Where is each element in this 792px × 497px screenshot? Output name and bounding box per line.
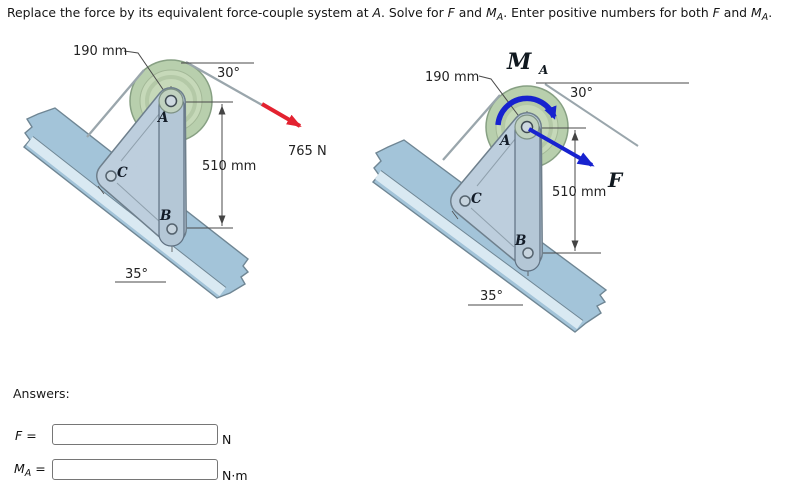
title-var-F: F — [447, 5, 455, 20]
f-label: F = — [15, 428, 37, 443]
label-point-b: B — [159, 208, 171, 224]
label-point-c: C — [471, 191, 482, 207]
bolt-a — [164, 94, 178, 108]
label-point-a: A — [498, 133, 510, 149]
label-point-a: A — [156, 110, 168, 126]
label-190mm: 190 mm — [425, 70, 479, 85]
title-var-A: A — [372, 5, 382, 20]
cable-left-segment — [442, 94, 501, 161]
beam-stripe-edge — [32, 136, 227, 288]
beam-stripe — [26, 136, 226, 296]
label-35deg: 35° — [480, 289, 503, 304]
force-f-arrow — [528, 127, 595, 167]
label-765N: 765 N — [288, 144, 327, 159]
bolt-b — [522, 247, 534, 259]
bolt-c — [459, 195, 471, 207]
label-510mm: 510 mm — [202, 159, 256, 174]
cable-right-segment — [185, 60, 263, 107]
label-30deg: 30° — [217, 66, 240, 81]
beam-stripe — [375, 170, 583, 329]
figure: 190 mm 30° 510 mm 765 N 35° A B C — [22, 44, 689, 333]
cable-left-segment — [86, 69, 145, 138]
beam-stripe-edge — [380, 170, 584, 321]
label-f-symbol: F — [607, 168, 624, 192]
label-moment-symbol: M — [506, 49, 532, 75]
left-diagram: 190 mm 30° 510 mm 765 N 35° A B C — [22, 44, 327, 299]
bracket — [450, 112, 543, 272]
bracket — [96, 87, 187, 247]
f-unit-label: N — [222, 432, 232, 447]
moment-arrow — [495, 95, 557, 126]
ma-unit-label: N·m — [222, 468, 248, 483]
title-text: Replace the force by its equivalent forc… — [7, 5, 373, 20]
label-30deg: 30° — [570, 86, 593, 101]
ma-label: MA = — [14, 461, 46, 479]
label-510mm: 510 mm — [552, 185, 606, 200]
label-190mm: 190 mm — [73, 44, 127, 59]
f-input[interactable] — [52, 424, 218, 445]
bolt-b — [166, 223, 178, 235]
label-moment-subscript: A — [538, 63, 548, 77]
label-point-b: B — [514, 233, 526, 249]
right-diagram: M A 190 mm 30° F 510 mm 35° A B C — [371, 49, 689, 333]
answers-heading: Answers: — [13, 386, 70, 401]
bolt-c — [105, 170, 117, 182]
label-point-c: C — [117, 165, 128, 181]
ma-input[interactable] — [52, 459, 218, 480]
cable-right-segment — [544, 83, 639, 147]
force-765-arrow — [260, 102, 302, 128]
title-var-M: M — [486, 5, 497, 20]
page-title: Replace the force by its equivalent forc… — [7, 5, 773, 23]
label-35deg: 35° — [125, 267, 148, 282]
